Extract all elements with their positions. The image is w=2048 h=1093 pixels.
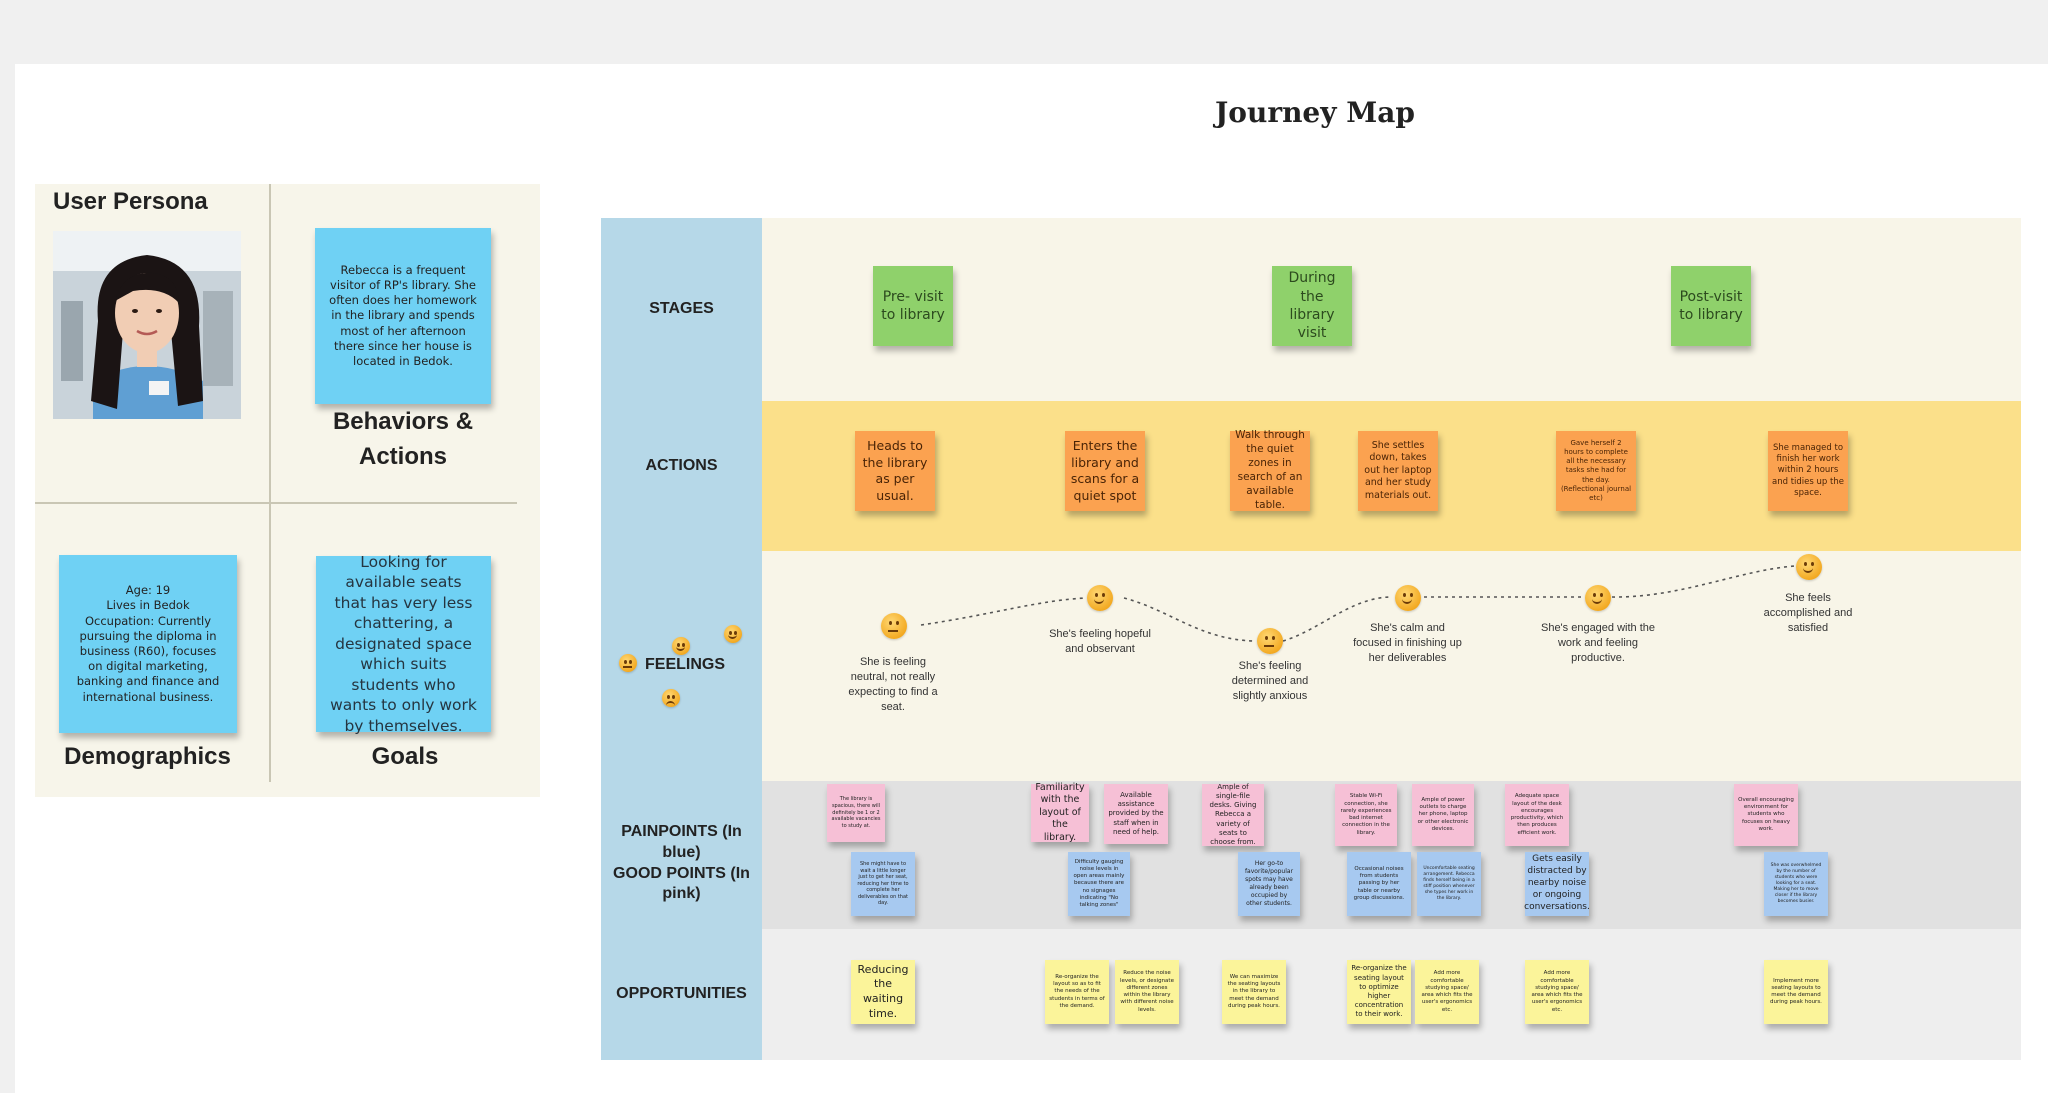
pain-point-sticky: She was overwhelmed by the number of stu… (1764, 852, 1828, 916)
stage-sticky: During the library visit (1272, 266, 1352, 346)
persona-divider-vertical (269, 184, 271, 782)
opportunity-sticky: Add more comfortable studying space/ are… (1525, 960, 1589, 1024)
grin-face-icon (724, 625, 742, 643)
row-label-opportunities: OPPORTUNITIES (616, 985, 747, 1002)
persona-photo[interactable] (53, 231, 241, 419)
row-label-actions: ACTIONS (645, 457, 718, 474)
pain-point-sticky: Uncomfortable seating arrangement. Rebec… (1417, 852, 1481, 916)
demographics-label: Demographics (64, 743, 231, 770)
pain-point-sticky: Occasional noises from students passing … (1347, 852, 1411, 916)
row-label-feelings: FEELINGS (645, 656, 726, 673)
feeling-text: She's feeling determined and slightly an… (1231, 660, 1309, 702)
feelings-band (762, 551, 2021, 781)
opportunity-sticky: Re-organize the layout so as to fit the … (1045, 960, 1109, 1024)
stage-sticky: Post-visit to library (1671, 266, 1751, 346)
good-point-sticky: Available assistance provided by the sta… (1104, 784, 1168, 844)
pain-point-sticky: Her go-to favorite/popular spots may hav… (1238, 852, 1300, 916)
smile-face-icon (672, 637, 690, 655)
opportunity-sticky: Implement more seating layouts to meet t… (1764, 960, 1828, 1024)
pain-point-sticky: Difficulty gauging noise levels in open … (1068, 852, 1130, 916)
pain-point-sticky: Gets easily distracted by nearby noise o… (1524, 852, 1590, 916)
persona-intro-sticky: Rebecca is a frequent visitor of RP's li… (315, 228, 491, 404)
row-label-points: PAINPOINTS (In blue) GOOD POINTS (In pin… (613, 823, 750, 903)
good-point-sticky: Familiarity with the layout of the libra… (1031, 782, 1089, 843)
page-title: Journey Map (1215, 96, 1415, 129)
good-point-sticky: The library is spacious, there will defi… (827, 784, 885, 842)
smile-face-icon (1087, 585, 1113, 611)
good-point-sticky: Stable Wi-Fi connection, she rarely expe… (1335, 784, 1397, 846)
opportunity-sticky: Reduce the noise levels, or designate di… (1115, 960, 1179, 1024)
feeling-text: She's feeling hopeful and observant (1049, 628, 1151, 655)
persona-photo-illustration (53, 231, 241, 419)
persona-divider-horizontal (35, 502, 517, 504)
row-label-stages: STAGES (649, 300, 714, 317)
good-point-sticky: Ample of single-file desks. Giving Rebec… (1202, 783, 1264, 846)
behaviors-actions-label: Behaviors & Actions (332, 408, 474, 470)
neutral-face-icon (881, 613, 907, 639)
smile-face-icon (1395, 585, 1421, 611)
persona-heading: User Persona (53, 188, 208, 215)
action-sticky: Enters the library and scans for a quiet… (1065, 431, 1145, 511)
action-sticky: Gave herself 2 hours to complete all the… (1556, 431, 1636, 511)
goals-label: Goals (371, 743, 439, 770)
feeling-text: She is feeling neutral, not really expec… (848, 656, 938, 713)
action-sticky: She settles down, takes out her laptop a… (1358, 431, 1438, 511)
action-sticky: She managed to finish her work within 2 … (1768, 431, 1848, 511)
goals-sticky: Looking for available seats that has ver… (316, 553, 491, 735)
grin-face-icon (1796, 554, 1822, 580)
good-point-sticky: Ample of power outlets to charge her pho… (1412, 784, 1474, 846)
smile-face-icon (1585, 585, 1611, 611)
action-sticky: Heads to the library as per usual. (855, 431, 935, 511)
stage-sticky: Pre- visit to library (873, 266, 953, 346)
good-point-sticky: Adequate space layout of the desk encour… (1505, 784, 1569, 846)
feeling-text: She feels accomplished and satisfied (1763, 592, 1853, 634)
neutral-face-icon (619, 654, 637, 672)
feeling-text: She's engaged with the work and feeling … (1540, 622, 1656, 664)
neutral-face-icon (1257, 628, 1283, 654)
opportunity-sticky: Re-organize the seating layout to optimi… (1347, 960, 1411, 1024)
sad-face-icon (662, 689, 680, 707)
opportunity-sticky: Add more comfortable studying space/ are… (1415, 960, 1479, 1024)
stages-band (762, 218, 2021, 401)
good-point-sticky: Overall encouraging environment for stud… (1734, 784, 1798, 846)
pain-point-sticky: She might have to wait a little longer j… (851, 852, 915, 916)
opportunity-sticky: Reducing the waiting time. (851, 960, 915, 1024)
feeling-text: She's calm and focused in finishing up h… (1353, 622, 1462, 664)
demographics-sticky: Age: 19 Lives in Bedok Occupation: Curre… (59, 555, 237, 733)
opportunity-sticky: We can maximize the seating layouts in t… (1222, 960, 1286, 1024)
action-sticky: Walk through the quiet zones in search o… (1230, 429, 1310, 511)
